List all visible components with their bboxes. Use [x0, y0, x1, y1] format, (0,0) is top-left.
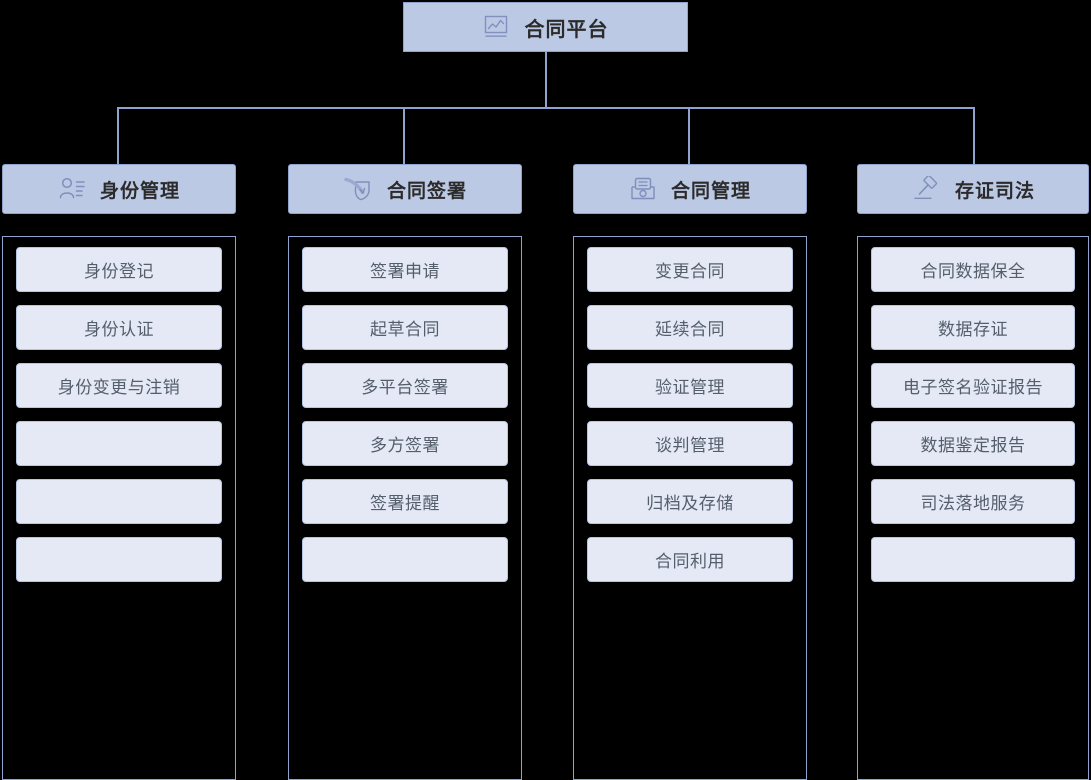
- list-item[interactable]: [16, 537, 222, 582]
- column-header-judicial-evidence[interactable]: 存证司法: [857, 164, 1089, 214]
- list-item-label: 变更合同: [655, 262, 725, 281]
- list-item[interactable]: 签署提醒: [302, 479, 508, 524]
- column-body-contract-management: 变更合同 延续合同 验证管理 谈判管理 归档及存储 合同利用: [573, 236, 807, 780]
- column-contract-signing: 合同签署 签署申请 起草合同 多平台签署 多方签署 签署提醒: [288, 164, 522, 780]
- list-item[interactable]: 电子签名验证报告: [871, 363, 1075, 408]
- list-item[interactable]: 起草合同: [302, 305, 508, 350]
- list-item[interactable]: 变更合同: [587, 247, 793, 292]
- list-item[interactable]: 谈判管理: [587, 421, 793, 466]
- column-body-contract-signing: 签署申请 起草合同 多平台签署 多方签署 签署提醒: [288, 236, 522, 780]
- list-item[interactable]: 归档及存储: [587, 479, 793, 524]
- list-item-label: 签署申请: [370, 262, 440, 281]
- column-identity-management: 身份管理 身份登记 身份认证 身份变更与注销: [2, 164, 236, 780]
- list-item-label: 合同数据保全: [920, 262, 1026, 281]
- column-contract-management: 合同管理 变更合同 延续合同 验证管理 谈判管理 归档及存储 合同利用: [573, 164, 807, 780]
- list-item-label: 数据存证: [938, 320, 1008, 339]
- column-body-identity-management: 身份登记 身份认证 身份变更与注销: [2, 236, 236, 780]
- list-item-label: 身份变更与注销: [57, 378, 181, 397]
- gavel-icon: [911, 176, 941, 202]
- user-list-icon: [58, 176, 86, 202]
- list-item-label: 验证管理: [655, 378, 725, 397]
- list-item-label: 电子签名验证报告: [903, 378, 1043, 397]
- connector-drop-col-2: [403, 107, 405, 164]
- chart-icon: [483, 14, 509, 40]
- list-item[interactable]: 身份变更与注销: [16, 363, 222, 408]
- list-item[interactable]: 身份登记: [16, 247, 222, 292]
- list-item[interactable]: 延续合同: [587, 305, 793, 350]
- quill-sign-icon: [343, 176, 373, 202]
- list-item-label: 延续合同: [655, 320, 725, 339]
- list-item[interactable]: 多方签署: [302, 421, 508, 466]
- list-item[interactable]: [16, 421, 222, 466]
- list-item-label: 谈判管理: [655, 436, 725, 455]
- column-header-label: 合同签署: [386, 180, 467, 202]
- column-body-judicial-evidence: 合同数据保全 数据存证 电子签名验证报告 数据鉴定报告 司法落地服务: [857, 236, 1089, 780]
- list-item[interactable]: 身份认证: [16, 305, 222, 350]
- column-header-label: 合同管理: [670, 180, 751, 202]
- connector-root-stem: [545, 52, 547, 108]
- list-item-label: 身份登记: [84, 262, 154, 281]
- list-item[interactable]: 数据鉴定报告: [871, 421, 1075, 466]
- connector-horizontal-bus: [117, 107, 975, 109]
- list-item-label: 数据鉴定报告: [920, 436, 1026, 455]
- list-item[interactable]: 验证管理: [587, 363, 793, 408]
- root-node-contract-platform[interactable]: 合同平台: [403, 2, 688, 52]
- list-item-label: 多平台签署: [361, 378, 449, 397]
- column-header-contract-management[interactable]: 合同管理: [573, 164, 807, 214]
- document-tray-icon: [629, 176, 657, 202]
- column-header-label: 身份管理: [99, 180, 180, 202]
- list-item-label: 签署提醒: [370, 494, 440, 513]
- list-item[interactable]: 签署申请: [302, 247, 508, 292]
- list-item[interactable]: [16, 479, 222, 524]
- list-item[interactable]: 合同利用: [587, 537, 793, 582]
- connector-drop-col-4: [973, 107, 975, 164]
- list-item[interactable]: [871, 537, 1075, 582]
- column-header-identity-management[interactable]: 身份管理: [2, 164, 236, 214]
- list-item-label: 合同利用: [655, 552, 725, 571]
- root-node-label: 合同平台: [524, 18, 609, 41]
- list-item[interactable]: [302, 537, 508, 582]
- connector-drop-col-3: [688, 107, 690, 164]
- list-item-label: 起草合同: [370, 320, 440, 339]
- list-item-label: 多方签署: [370, 436, 440, 455]
- connector-drop-col-1: [117, 107, 119, 164]
- list-item-label: 身份认证: [84, 320, 154, 339]
- column-header-label: 存证司法: [954, 180, 1035, 202]
- list-item[interactable]: 数据存证: [871, 305, 1075, 350]
- list-item[interactable]: 合同数据保全: [871, 247, 1075, 292]
- list-item-label: 司法落地服务: [920, 494, 1026, 513]
- column-judicial-evidence: 存证司法 合同数据保全 数据存证 电子签名验证报告 数据鉴定报告 司法落地服务: [857, 164, 1089, 780]
- list-item[interactable]: 司法落地服务: [871, 479, 1075, 524]
- list-item[interactable]: 多平台签署: [302, 363, 508, 408]
- column-header-contract-signing[interactable]: 合同签署: [288, 164, 522, 214]
- list-item-label: 归档及存储: [646, 494, 734, 513]
